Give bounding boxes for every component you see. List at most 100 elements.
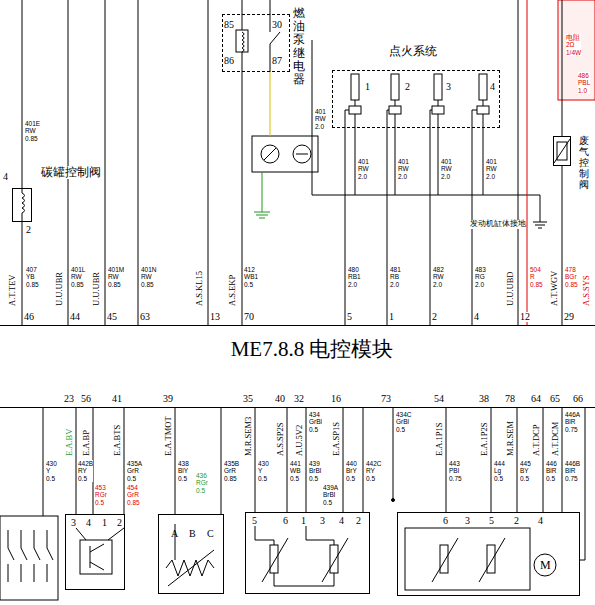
ignition-coils xyxy=(355,100,356,106)
bottom-wires xyxy=(34,530,40,582)
top-wires xyxy=(270,32,280,44)
pin-number: 65 xyxy=(550,394,560,404)
pin-number: 2 xyxy=(26,225,31,235)
pin-number: 87 xyxy=(272,56,282,66)
bottom-wires xyxy=(322,538,348,582)
signal-name: E.A.BTS xyxy=(113,425,122,456)
top-wires xyxy=(540,195,541,222)
pin-number: 4 xyxy=(3,172,8,182)
wire-connector xyxy=(446,408,447,512)
pin-number: 35 xyxy=(243,394,253,404)
ignition-coils xyxy=(472,110,477,128)
resistor-panel xyxy=(558,0,595,100)
top-wires xyxy=(533,222,547,223)
wire-label: 401 RW 2.0 xyxy=(315,108,326,130)
signal-name: A.S.SP2S xyxy=(276,422,285,456)
pin-number: 3 xyxy=(465,516,470,526)
relay-box: 燃油泵继电器 xyxy=(222,14,290,72)
signal-name: M.R.SEM xyxy=(506,421,515,456)
top-wires xyxy=(293,145,311,163)
pin-number: 85 xyxy=(224,20,234,30)
signal-name: A.S.SYS xyxy=(582,275,591,306)
ignition-coils xyxy=(432,106,444,114)
signal-name: E.A.1P1S xyxy=(435,422,444,456)
motor-symbol-letter: M xyxy=(540,559,551,571)
bottom-wires xyxy=(0,516,58,600)
top-wires xyxy=(562,0,563,136)
pin-number: 66 xyxy=(573,394,583,404)
component-name: 废气控制阀 xyxy=(579,135,589,190)
bottom-wires xyxy=(8,530,14,582)
wire-label: 412 WB1 0.5 xyxy=(244,266,258,288)
pin-number: 63 xyxy=(140,312,150,322)
pin-number: 56 xyxy=(81,394,91,404)
wire-connector xyxy=(242,72,243,325)
bottom-wires xyxy=(175,524,176,560)
top-wires xyxy=(252,136,318,172)
note-text: 发动机缸体接地 xyxy=(470,220,526,229)
pin-number: B xyxy=(189,529,196,539)
ignition-coils xyxy=(477,106,489,114)
wire-label: 446B BlR 0.75 xyxy=(565,460,580,482)
wire-connector xyxy=(491,408,492,512)
top-wires xyxy=(296,154,308,155)
red-wire xyxy=(527,0,528,325)
top-wires xyxy=(138,0,139,325)
wire-label: 434 GrBl 0.5 xyxy=(309,411,322,433)
wire-connector xyxy=(517,408,518,512)
wire-label: 441 WB 0.5 xyxy=(290,460,301,482)
sensor-box: 561342 xyxy=(245,512,370,594)
wire-label: 401N RW 0.85 xyxy=(141,266,157,288)
bottom-wires xyxy=(432,538,458,582)
wire-connector xyxy=(387,128,388,325)
wire-label: 504 R 0.85 xyxy=(530,266,543,288)
pin-number: 6 xyxy=(443,516,448,526)
pump-ground xyxy=(259,218,265,219)
wire-connector xyxy=(343,408,344,512)
pin-number: 1 xyxy=(389,312,394,322)
ignition-coils xyxy=(395,100,396,106)
ignition-coils xyxy=(483,100,484,106)
signal-name: A.T.TEV xyxy=(8,275,17,306)
pin-number: C xyxy=(207,529,214,539)
wire-connector xyxy=(306,408,307,512)
ignition-coils xyxy=(391,74,399,100)
sensor-box: ABC xyxy=(158,514,224,594)
top-wires xyxy=(538,228,542,229)
signal-name: A.S.KL15 xyxy=(195,271,204,306)
wire-label: 453 RGr 0.5 xyxy=(95,484,107,506)
top-wires xyxy=(264,148,276,160)
wire-label: 401L RW 0.85 xyxy=(71,266,85,288)
bottom-wires xyxy=(90,546,91,568)
pin-number: 44 xyxy=(70,312,80,322)
pin-number: 78 xyxy=(505,394,515,404)
bottom-wires xyxy=(580,408,585,560)
signal-name: E.A.TMOT xyxy=(164,416,173,456)
pin-number: 2 xyxy=(432,312,437,322)
wire-label: 478 BGr 0.85 xyxy=(565,266,578,288)
wire-label: 435A GrR 0.5 xyxy=(127,460,142,482)
pin-number: 29 xyxy=(564,312,574,322)
ignition-coils xyxy=(387,110,389,128)
top-wires xyxy=(270,0,271,32)
bottom-wires xyxy=(90,562,104,570)
pin-number: 4 xyxy=(538,516,543,526)
bottom-wires xyxy=(270,545,278,573)
pin-number: 70 xyxy=(244,312,254,322)
top-wires xyxy=(242,52,243,72)
wire-label: 438 BlY 0.5 xyxy=(178,460,189,482)
pin-number: 5 xyxy=(252,516,257,526)
ignition-coils xyxy=(438,114,439,195)
bottom-wires xyxy=(363,408,364,512)
ignition-coils xyxy=(355,114,356,195)
bottom-wires xyxy=(166,560,214,576)
top-wires xyxy=(236,30,248,52)
bottom-wires xyxy=(405,528,530,590)
wire-connector xyxy=(345,128,346,325)
pin-number: 4 xyxy=(86,518,91,528)
actuator-box: 63524 xyxy=(397,512,580,596)
wire-connector xyxy=(562,166,563,325)
signal-name: U.U.UBR xyxy=(92,272,101,306)
